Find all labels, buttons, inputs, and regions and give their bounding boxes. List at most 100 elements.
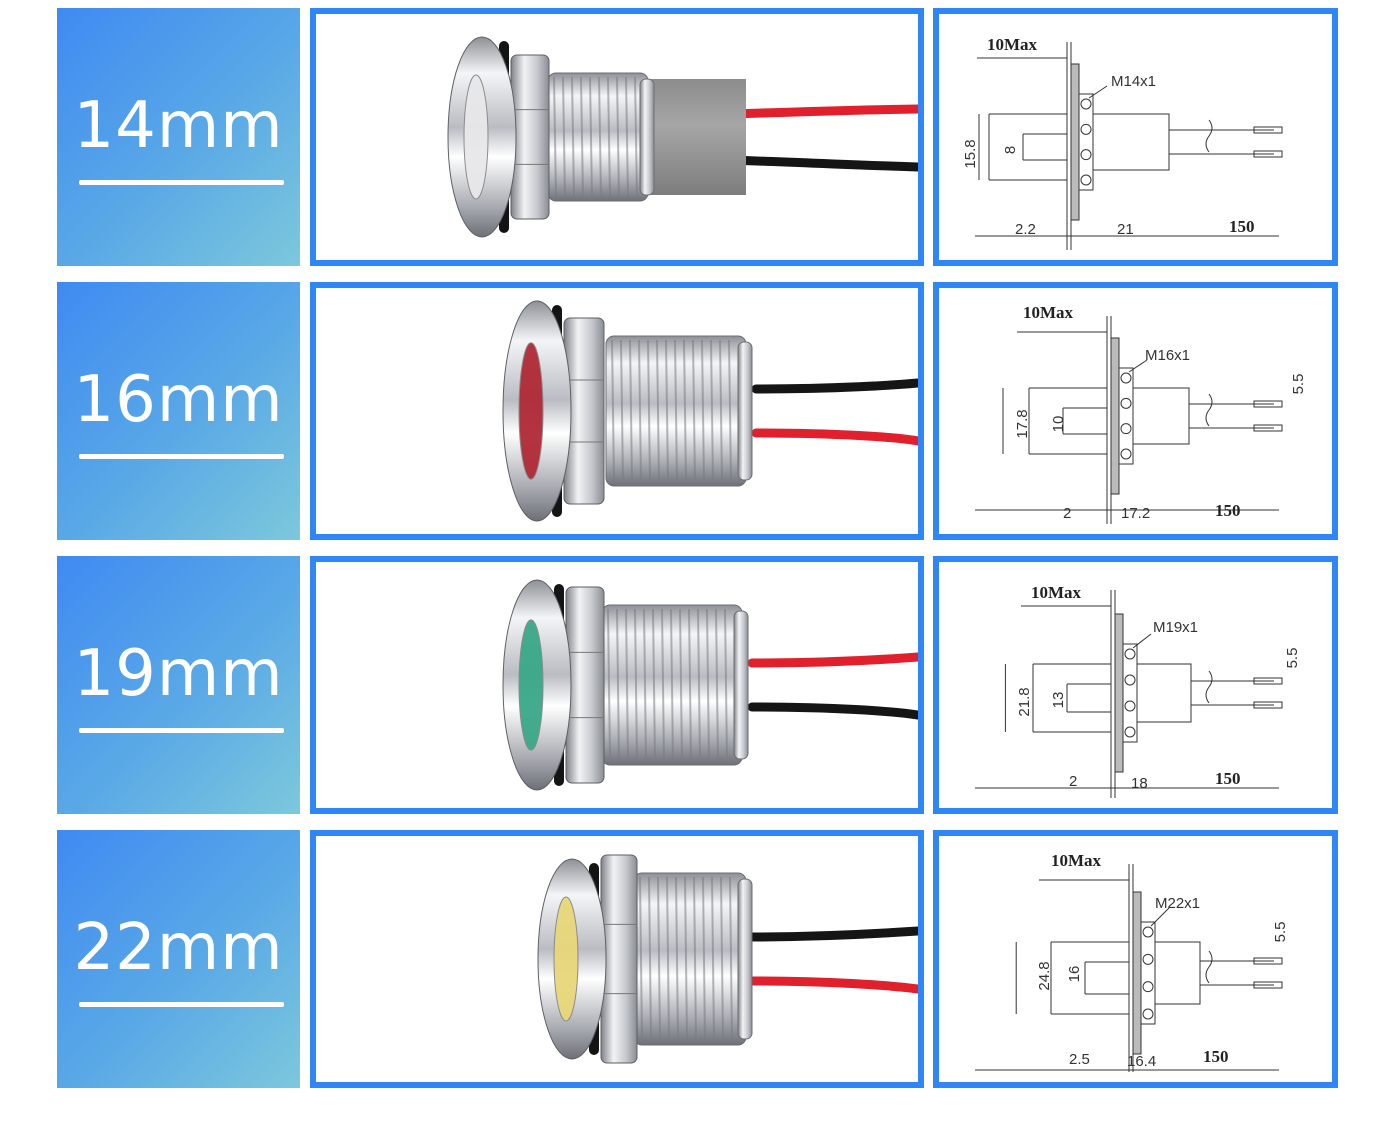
thread-groove — [629, 339, 633, 483]
thread-groove — [634, 76, 638, 198]
wire-line — [1200, 960, 1274, 986]
thread-groove — [674, 339, 678, 483]
black-wire — [743, 926, 918, 942]
nut-outline — [1078, 93, 1094, 191]
thread-groove — [580, 76, 584, 198]
flange-label: 2 — [1063, 505, 1071, 522]
size-label: 22mm — [73, 911, 284, 985]
label-underline — [79, 454, 284, 459]
drawing-lines — [975, 864, 1283, 1072]
lens-outline — [1050, 941, 1129, 1015]
nut-bead — [1080, 174, 1092, 186]
hex-nut — [565, 586, 605, 784]
thread-groove — [729, 876, 733, 1042]
thread-groove — [553, 76, 557, 198]
dimension-drawing: 10Max M14x1 15.8 8 2.2 21 150 — [962, 35, 1283, 250]
thread-groove — [693, 876, 697, 1042]
thread-groove — [684, 876, 688, 1042]
product-photo-frame — [310, 282, 924, 540]
height-label: 24.8 — [1036, 961, 1053, 990]
gap-label: 5.5 — [1284, 648, 1301, 669]
gap-label: 5.5 — [1290, 374, 1307, 395]
thread-groove — [616, 608, 620, 762]
leader-line — [1088, 85, 1108, 99]
nut-bead — [1124, 700, 1136, 712]
lens-inner — [1084, 961, 1129, 995]
leader-line — [1128, 359, 1148, 373]
height-label: 17.8 — [1014, 409, 1031, 438]
body-label: 18 — [1131, 775, 1148, 792]
thread-groove — [683, 339, 687, 483]
panel-hatch — [1132, 891, 1142, 1055]
size-label: 19mm — [73, 637, 284, 711]
thread-groove — [656, 339, 660, 483]
thread-groove — [701, 339, 705, 483]
lamp-lens — [463, 74, 489, 200]
thread-label: M22x1 — [1155, 895, 1200, 912]
thread-groove — [562, 76, 566, 198]
red-wire — [743, 976, 918, 994]
wire-tip — [1253, 701, 1283, 709]
label-underline — [79, 180, 284, 185]
thread-groove — [710, 339, 714, 483]
thread-groove — [598, 76, 602, 198]
lens-outline — [1028, 387, 1107, 455]
body-outline — [1133, 387, 1190, 445]
max-depth-label: 10Max — [1031, 583, 1082, 602]
size-label-panel: 19mm — [57, 556, 300, 814]
dimension-drawing-frame: 10Max M16x1 17.8 10 2 17.2 150 5.5 — [933, 282, 1338, 540]
body-label: 17.2 — [1121, 505, 1150, 522]
dimension-drawing-frame: 10Max M14x1 15.8 8 2.2 21 150 — [933, 8, 1338, 266]
break-mark — [1205, 950, 1213, 984]
inner-label: 13 — [1050, 692, 1067, 709]
gap-label: 5.5 — [1272, 922, 1289, 943]
flange-label: 2 — [1069, 773, 1077, 790]
body-end-cap — [639, 78, 655, 196]
nut-bead — [1080, 149, 1092, 161]
dimension-drawing-frame: 10Max M22x1 24.8 16 2.5 16.4 150 5.5 — [933, 830, 1338, 1088]
thread-groove — [625, 608, 629, 762]
wire-length-label: 150 — [1229, 217, 1255, 236]
indicator-lamp-photo — [447, 36, 918, 238]
red-wire — [747, 652, 918, 668]
inner-label: 16 — [1066, 966, 1083, 983]
size-row-14mm: 14mm 10Max M14x1 15.8 8 2.2 21 150 — [0, 8, 1400, 266]
product-photo-frame — [310, 8, 924, 266]
black-wire — [751, 378, 918, 394]
wire-tip — [1253, 150, 1283, 158]
body-label: 16.4 — [1127, 1053, 1156, 1070]
nut-bead — [1124, 648, 1136, 660]
body-end-cap — [737, 341, 753, 481]
wire-tip — [1253, 424, 1283, 432]
flange-label: 2.2 — [1015, 221, 1036, 238]
lamp-lens — [553, 896, 579, 1022]
wire-length-label: 150 — [1215, 501, 1241, 520]
panel-hatch — [1114, 613, 1124, 773]
indicator-lamp-photo — [502, 579, 918, 791]
nut-bead — [1120, 372, 1132, 384]
black-wire — [747, 702, 918, 720]
thread-groove — [643, 608, 647, 762]
thread-groove — [611, 339, 615, 483]
dimension-drawing: 10Max M22x1 24.8 16 2.5 16.4 150 5.5 — [975, 851, 1289, 1072]
thread-groove — [607, 76, 611, 198]
thread-groove — [666, 876, 670, 1042]
wire-tip — [1253, 981, 1283, 989]
thread-groove — [675, 876, 679, 1042]
thread-groove — [711, 876, 715, 1042]
wire-line — [1169, 129, 1274, 155]
drawing-lines — [975, 316, 1283, 524]
lens-inner — [1062, 407, 1107, 435]
nut-bead — [1142, 1008, 1154, 1020]
body-end-cap — [737, 878, 753, 1040]
indicator-lamp-photo — [537, 854, 918, 1064]
drawing-lines — [975, 590, 1283, 798]
nut-bead — [1120, 397, 1132, 409]
size-label-panel: 14mm — [57, 8, 300, 266]
height-label: 21.8 — [1016, 687, 1033, 716]
inner-label: 10 — [1050, 416, 1067, 433]
size-label: 16mm — [73, 363, 284, 437]
max-depth-label: 10Max — [1051, 851, 1102, 870]
wire-tip — [1253, 957, 1283, 965]
size-row-16mm: 16mm 10Max M16x1 17.8 10 2 17.2 150 5.5 — [0, 282, 1400, 540]
